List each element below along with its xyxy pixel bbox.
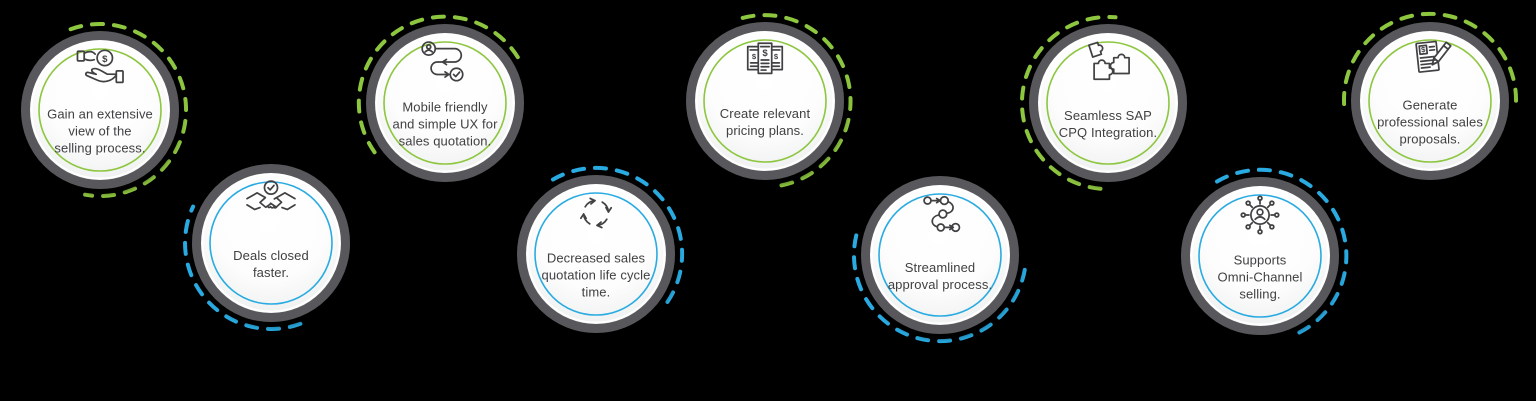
dashed-arc	[1215, 167, 1349, 336]
svg-text:$: $	[762, 48, 768, 59]
benefit-node-7: Seamless SAP CPQ Integration.	[1008, 3, 1208, 203]
circle-face	[30, 40, 170, 180]
dashed-arc	[740, 13, 853, 188]
cycle-arrows-icon	[579, 197, 613, 229]
ring-shadow	[686, 22, 844, 180]
circle-rim	[695, 31, 835, 171]
circle-face	[1360, 31, 1500, 171]
circle-ring	[1342, 11, 1518, 180]
benefit-node-5: $ $ $ Create relevant pricing plans.	[665, 1, 865, 201]
svg-text:$: $	[774, 52, 779, 61]
circle-rim	[870, 185, 1010, 325]
ring-shadow	[517, 175, 675, 333]
circle-face	[1038, 33, 1178, 173]
ring-shadow	[861, 176, 1019, 334]
circle-ring	[686, 13, 853, 188]
approval-workflow-icon	[923, 195, 961, 233]
circle-face	[870, 185, 1010, 325]
circle-rim	[375, 33, 515, 173]
dashed-arc	[1020, 14, 1118, 191]
give-money-icon: $	[76, 49, 124, 84]
benefit-node-3: Mobile friendly and simple UX for sales …	[345, 3, 545, 203]
pricing-plans-icon: $ $ $	[746, 42, 784, 75]
ring-shadow	[21, 31, 179, 189]
accent-ring	[1198, 194, 1322, 318]
accent-ring	[1046, 41, 1170, 165]
circle-rim	[1190, 186, 1330, 326]
puzzle-integration-icon	[1088, 41, 1130, 81]
accent-ring	[534, 192, 658, 316]
user-journey-icon	[421, 41, 464, 82]
accent-ring	[383, 41, 507, 165]
ring-shadow	[366, 24, 524, 182]
dashed-arc	[851, 223, 1027, 344]
circle-ring	[517, 165, 685, 333]
benefit-node-9: $ Generate professional sales proposals.	[1330, 1, 1530, 201]
omni-channel-hub-icon	[1240, 195, 1280, 235]
dashed-arc	[183, 204, 303, 331]
accent-ring	[1368, 39, 1492, 163]
circle-ring	[1020, 14, 1187, 191]
circle-rim	[526, 184, 666, 324]
sales-proposal-icon: $	[1415, 40, 1452, 73]
benefit-label: Create relevant pricing plans.	[719, 106, 811, 138]
circle-ring	[183, 164, 350, 331]
benefit-label: Seamless SAP CPQ Integration.	[1058, 108, 1158, 140]
circle-face	[695, 31, 835, 171]
circle-rim	[30, 40, 170, 180]
dashed-arc	[356, 14, 525, 155]
circle-face	[201, 173, 341, 313]
benefit-label: Generate professional sales proposals.	[1377, 97, 1483, 147]
ring-shadow	[1351, 22, 1509, 180]
circle-face	[1190, 186, 1330, 326]
accent-ring	[38, 48, 162, 172]
svg-text:$: $	[752, 52, 757, 61]
svg-text:$: $	[102, 54, 108, 65]
circle-rim	[1038, 33, 1178, 173]
benefit-node-1: $ Gain an extensive view of the selling …	[0, 10, 200, 210]
circle-ring	[1181, 167, 1349, 336]
dashed-arc	[68, 22, 188, 199]
circle-face	[526, 184, 666, 324]
ring-shadow	[1029, 24, 1187, 182]
benefit-label: Decreased sales quotation life cycle tim…	[541, 250, 651, 300]
benefit-node-8: Supports Omni-Channel selling.	[1160, 156, 1360, 356]
benefit-node-4: Decreased sales quotation life cycle tim…	[496, 154, 696, 354]
ring-shadow	[192, 164, 350, 322]
circle-face	[375, 33, 515, 173]
accent-ring	[209, 181, 333, 305]
benefit-label: Gain an extensive view of the selling pr…	[47, 106, 153, 156]
circle-ring	[21, 22, 188, 199]
circle-ring	[851, 176, 1027, 344]
accent-ring	[878, 193, 1002, 317]
circle-rim	[201, 173, 341, 313]
benefit-node-6: Streamlined approval process.	[840, 155, 1040, 355]
circle-rim	[1360, 31, 1500, 171]
circle-ring	[356, 14, 525, 182]
benefit-node-2: Deals closed faster.	[171, 143, 371, 343]
benefit-label: Deals closed faster.	[233, 248, 309, 280]
handshake-check-icon	[246, 180, 296, 211]
dashed-arc	[1342, 11, 1518, 106]
benefit-label: Streamlined approval process.	[887, 260, 993, 292]
benefit-label: Supports Omni-Channel selling.	[1217, 252, 1303, 302]
svg-text:$: $	[1421, 45, 1427, 54]
benefit-label: Mobile friendly and simple UX for sales …	[392, 99, 498, 149]
dashed-arc	[551, 165, 685, 312]
ring-shadow	[1181, 177, 1339, 335]
accent-ring	[703, 39, 827, 163]
